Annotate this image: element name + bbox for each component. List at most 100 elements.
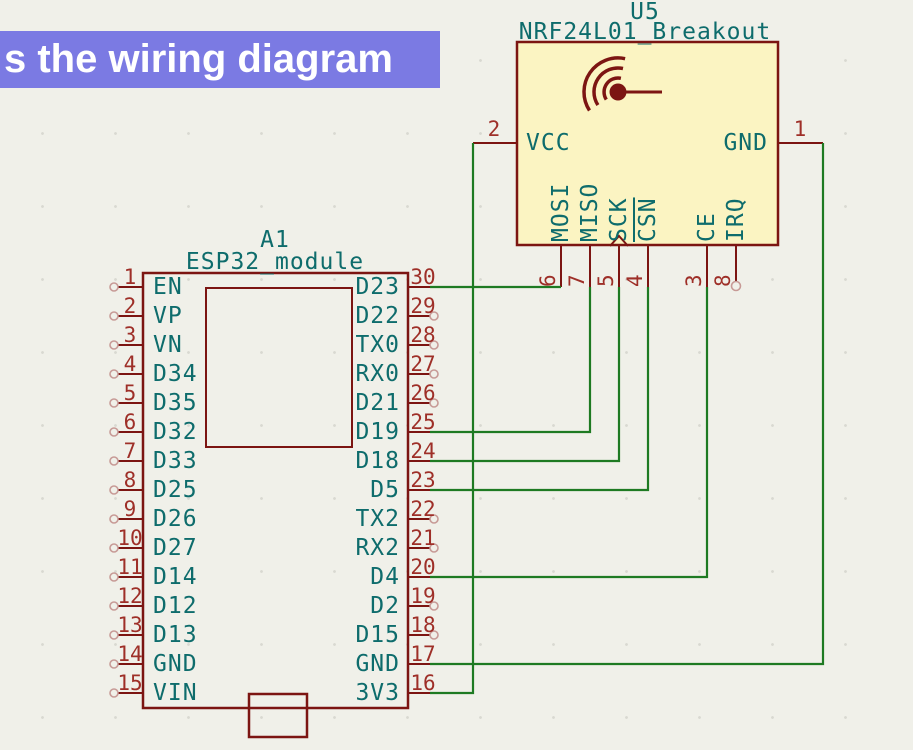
pin-number: 3 <box>123 323 137 347</box>
pin-number: 13 <box>117 613 143 637</box>
pin-label: D19 <box>355 419 400 445</box>
pin-number-vcc: 2 <box>487 117 501 141</box>
pin-number-ce: 3 <box>682 274 706 287</box>
pin-label-mosi: MOSI <box>548 182 574 242</box>
pin-label: D33 <box>153 448 198 474</box>
wire-gnd-gnd[interactable] <box>430 143 825 666</box>
wire-d19-miso[interactable] <box>430 287 592 434</box>
pin-label: D15 <box>355 622 400 648</box>
pin-label: D5 <box>370 477 400 503</box>
pin-number-miso: 7 <box>565 274 589 287</box>
pin-label: VP <box>153 303 183 329</box>
pin-label: TX2 <box>355 506 400 532</box>
pin-label-irq: IRQ <box>723 197 749 242</box>
caption-text: s the wiring diagram <box>4 37 393 81</box>
wire-3v3-vcc[interactable] <box>430 143 475 695</box>
pin-number-irq: 8 <box>711 274 735 287</box>
wire-d5-csn[interactable] <box>430 287 650 492</box>
pin-label: EN <box>153 274 183 300</box>
pin-number: 15 <box>117 671 143 695</box>
pin-label: D21 <box>355 390 400 416</box>
esp32-value[interactable]: ESP32_module <box>185 249 365 275</box>
pin-number: 17 <box>410 642 436 666</box>
pin-label-gnd: GND <box>723 130 768 156</box>
pin-label: D32 <box>153 419 198 445</box>
pin-number: 28 <box>410 323 436 347</box>
pin-number: 7 <box>123 439 137 463</box>
pin-number: 24 <box>410 439 436 463</box>
esp32-usb-connector <box>247 692 309 739</box>
pin-label: D4 <box>370 564 400 590</box>
pin-label: 3V3 <box>355 680 400 706</box>
pin-label: RX0 <box>355 361 400 387</box>
pin-label-sck: SCK <box>606 197 632 242</box>
pin-number: 23 <box>410 468 436 492</box>
wire-d4-ce[interactable] <box>430 287 709 579</box>
pin-number: 10 <box>117 526 143 550</box>
pin-label: D13 <box>153 622 198 648</box>
esp32-inner-rect <box>205 287 353 448</box>
pin-number: 5 <box>123 381 137 405</box>
pin-number: 12 <box>117 584 143 608</box>
pin-label: D27 <box>153 535 198 561</box>
esp32-reference[interactable]: A1 <box>260 227 290 253</box>
pin-number: 27 <box>410 352 436 376</box>
pin-number: 25 <box>410 410 436 434</box>
pin-number-mosi: 6 <box>536 274 560 287</box>
pin-label: D25 <box>153 477 198 503</box>
pin-number: 4 <box>123 352 137 376</box>
pin-number: 6 <box>123 410 137 434</box>
antenna-icon <box>582 56 662 112</box>
pin-label: VN <box>153 332 183 358</box>
pin-label: D18 <box>355 448 400 474</box>
pin-label: GND <box>355 651 400 677</box>
esp32-left-pins[interactable] <box>118 286 143 694</box>
pin-label: VIN <box>153 680 198 706</box>
pin-label: D34 <box>153 361 198 387</box>
pin-number: 29 <box>410 294 436 318</box>
pin-number: 1 <box>123 265 137 289</box>
pin-number: 19 <box>410 584 436 608</box>
pin-label-csn: CSN <box>635 197 661 242</box>
pin-label: D22 <box>355 303 400 329</box>
pin-label-miso: MISO <box>577 182 603 242</box>
pin-number: 22 <box>410 497 436 521</box>
pin-label: GND <box>153 651 198 677</box>
pin-number-gnd: 1 <box>793 117 807 141</box>
pin-label: RX2 <box>355 535 400 561</box>
clock-input-icon <box>609 234 629 247</box>
caption-highlight: s the wiring diagram <box>0 31 440 88</box>
pin-label: TX0 <box>355 332 400 358</box>
pin-number: 8 <box>123 468 137 492</box>
pin-number: 14 <box>117 642 143 666</box>
pin-number: 2 <box>123 294 137 318</box>
pin-label: D12 <box>153 593 198 619</box>
pin-number: 9 <box>123 497 137 521</box>
nrf24-pins[interactable] <box>473 142 823 287</box>
pin-number: 26 <box>410 381 436 405</box>
pin-number-csn: 4 <box>623 274 647 287</box>
pin-number: 21 <box>410 526 436 550</box>
esp32-right-pins[interactable] <box>408 286 430 694</box>
pin-label: D2 <box>370 593 400 619</box>
pin-number: 16 <box>410 671 436 695</box>
pin-number-sck: 5 <box>594 274 618 287</box>
pin-number: 18 <box>410 613 436 637</box>
unconnected-pin-circles <box>109 280 742 698</box>
pin-label-vcc: VCC <box>526 130 571 156</box>
pin-label-ce: CE <box>694 212 720 242</box>
wire-d18-sck[interactable] <box>430 287 621 463</box>
nrf24-reference[interactable]: U5 <box>630 0 660 25</box>
nrf24-value[interactable]: NRF24L01_Breakout <box>518 19 772 45</box>
pin-number: 11 <box>117 555 143 579</box>
pin-label: D14 <box>153 564 198 590</box>
nrf24-body[interactable] <box>515 40 780 247</box>
pin-label: D23 <box>355 274 400 300</box>
pin-label: D35 <box>153 390 198 416</box>
